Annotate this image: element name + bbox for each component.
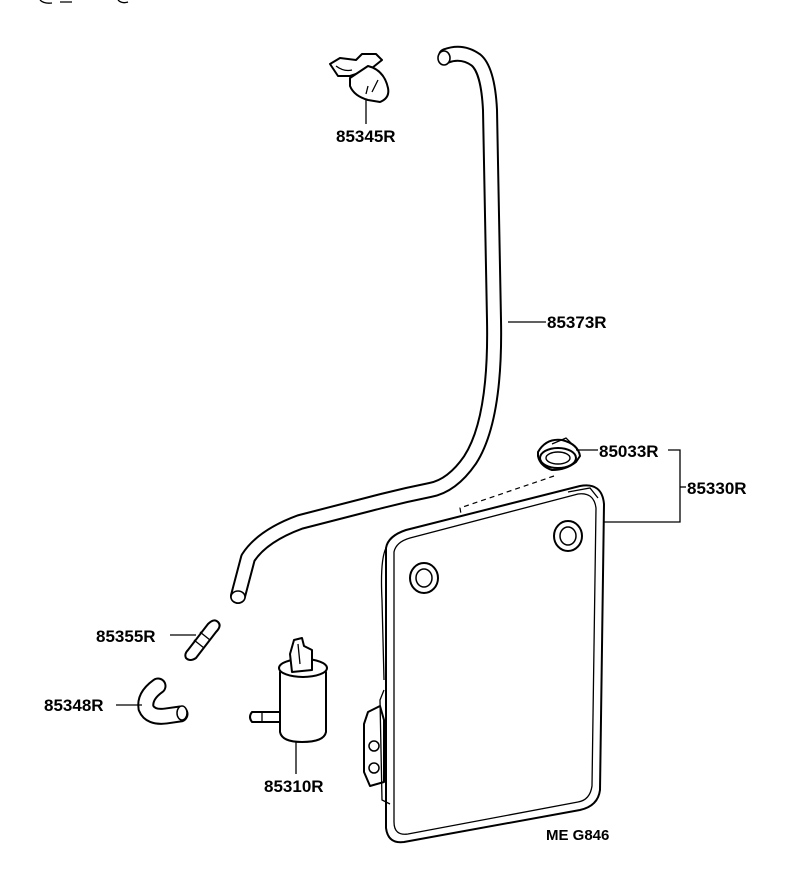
- bracket-tank-assy: [604, 449, 681, 523]
- label-85345R: 85345R: [336, 127, 396, 146]
- label-85355R: 85355R: [96, 627, 156, 646]
- label-85330R: 85330R: [687, 479, 747, 498]
- label-85373R: 85373R: [547, 313, 607, 332]
- drawing-code: ME G846: [546, 827, 609, 844]
- label-85310R: 85310R: [264, 777, 324, 796]
- washer-tank: [363, 484, 605, 844]
- elbow-hose: [137, 677, 189, 725]
- label-85348R: 85348R: [44, 696, 104, 715]
- washer-pump: [249, 637, 328, 743]
- washer-hose: [230, 45, 503, 604]
- hose-joint: [184, 619, 221, 661]
- tank-cap: [537, 437, 581, 471]
- dashed-cap-to-tank: [459, 475, 555, 521]
- washer-nozzle: [329, 53, 390, 103]
- clipped-header-fragment: [39, 0, 129, 4]
- label-85033R: 85033R: [599, 442, 659, 461]
